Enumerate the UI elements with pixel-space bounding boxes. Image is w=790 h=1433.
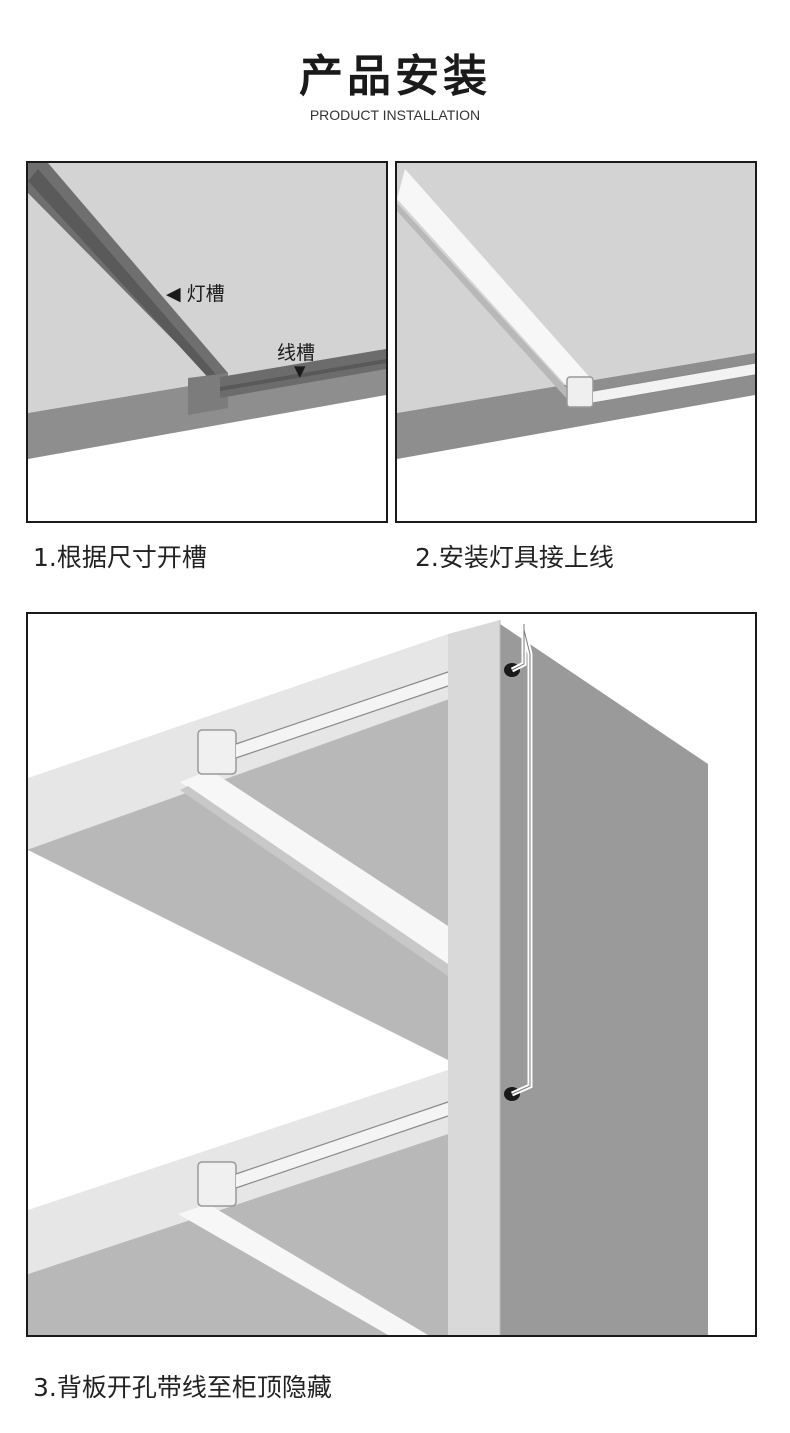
- step-2-illustration: [395, 161, 757, 523]
- page-title: 产品安装: [299, 51, 491, 102]
- grooved-board-graphic: [28, 163, 386, 521]
- page-subtitle: PRODUCT INSTALLATION: [309, 107, 481, 123]
- step-3-illustration: [26, 612, 757, 1337]
- step-1-illustration: ◀ 灯槽 线槽 ▼: [26, 161, 388, 523]
- wire-slot-label: 线槽: [277, 342, 316, 364]
- light-slot-label: ◀ 灯槽: [166, 283, 225, 305]
- cabinet-wiring-graphic: [28, 614, 755, 1335]
- wire-slot-arrow-icon: ▼: [294, 362, 306, 380]
- step-2-caption: 2.安装灯具接上线: [415, 543, 614, 572]
- step-3-caption: 3.背板开孔带线至柜顶隐藏: [33, 1373, 332, 1402]
- installed-light-graphic: [397, 163, 755, 521]
- step-1-caption: 1.根据尺寸开槽: [33, 543, 207, 572]
